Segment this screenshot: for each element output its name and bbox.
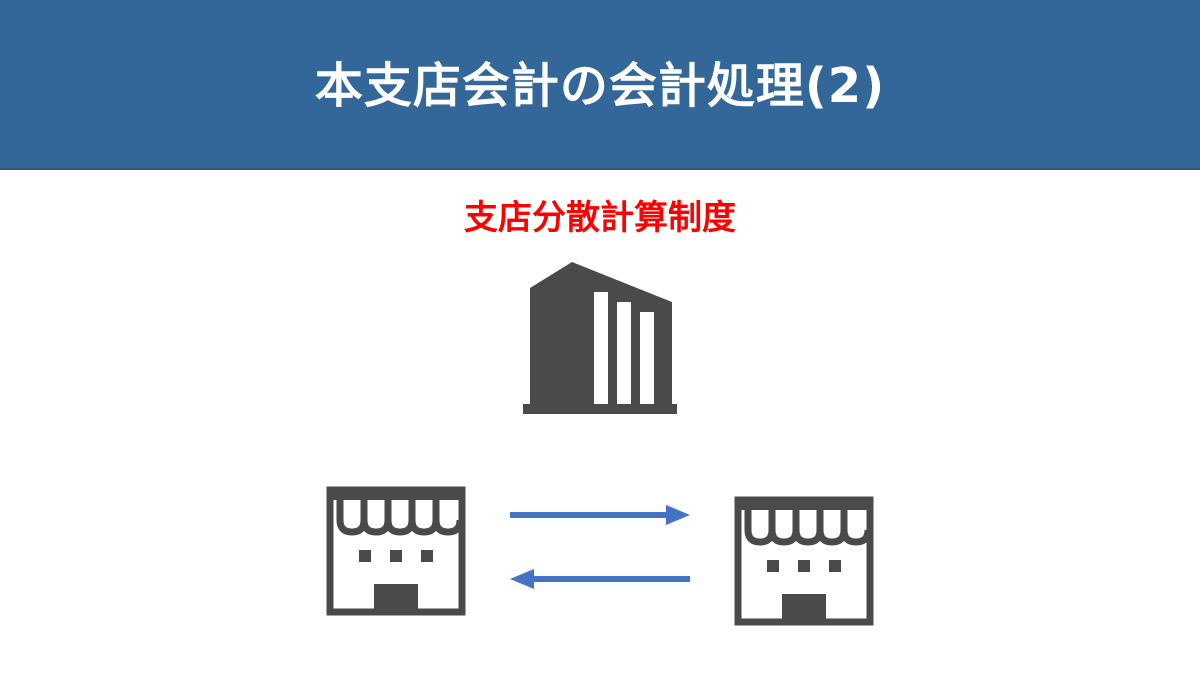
arrow-right — [510, 505, 690, 525]
office-building-icon — [523, 262, 677, 414]
subtitle: 支店分散計算制度 — [464, 198, 736, 238]
arrows-exchange — [510, 505, 690, 589]
arrow-left — [510, 569, 690, 589]
storefront-icon — [326, 486, 466, 616]
page-title: 本支店会計の会計処理(2) — [314, 58, 886, 114]
storefront-icon — [734, 496, 874, 626]
header-bar: 本支店会計の会計処理(2) — [0, 0, 1200, 170]
